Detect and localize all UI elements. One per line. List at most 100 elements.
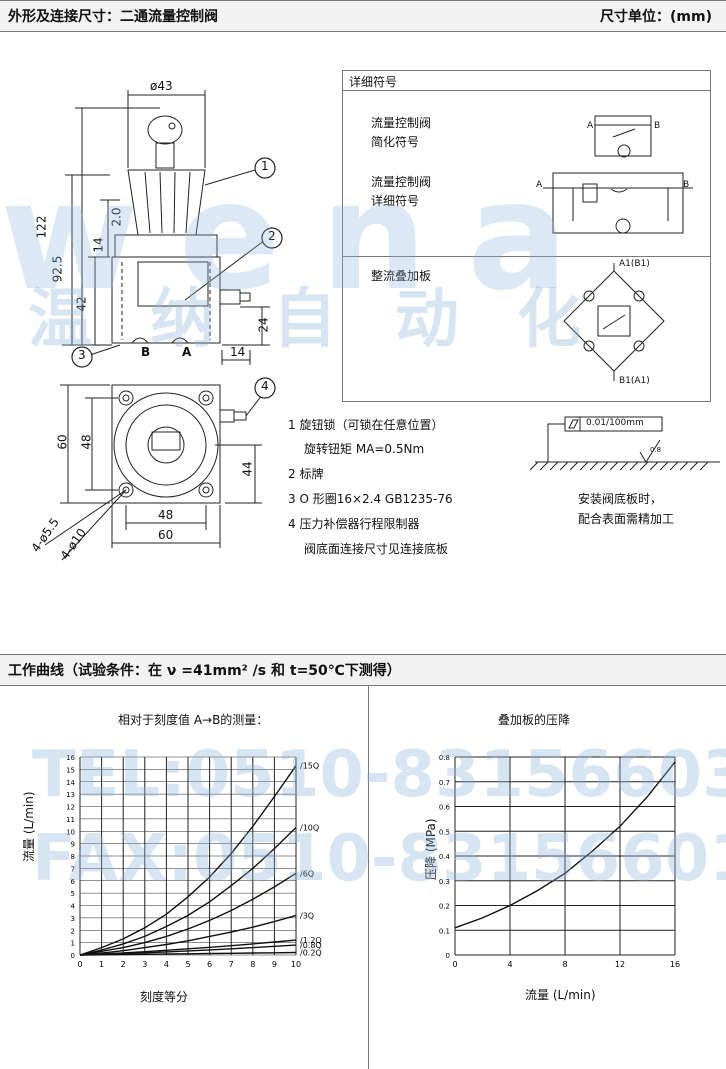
top-view-body	[111, 384, 221, 504]
x-tick-label: 0	[77, 960, 82, 969]
dim-43: ø43	[150, 79, 173, 93]
detail-symbol-box	[552, 172, 684, 234]
symbols-divider	[343, 256, 710, 257]
surface-caption-2: 配合表面需精加工	[578, 512, 675, 526]
roughness-value: 0.8	[650, 446, 662, 454]
balloon-4	[254, 377, 276, 399]
y-tick-label: 16	[66, 754, 75, 762]
x-tick-label: 3	[142, 960, 147, 969]
y-tick-label: 13	[66, 791, 75, 799]
detail-label-1: 流量控制阀	[371, 175, 432, 189]
x-tick-label: 4	[507, 960, 512, 969]
x-tick-label: 12	[615, 960, 625, 969]
x-tick-label: 2	[121, 960, 126, 969]
nameplate	[137, 261, 209, 307]
y-tick-label: 8	[71, 853, 75, 861]
y-tick-label: 0.5	[439, 828, 450, 836]
section-header-curves: 工作曲线（试验条件：在 ν =41mm² /s 和 t=50℃下测得）	[0, 654, 726, 686]
surface-finish-symbol	[529, 416, 720, 471]
lock-pin	[168, 122, 176, 130]
y-tick-label: 3	[71, 915, 75, 923]
series-label-15Q: /15Q	[300, 762, 319, 771]
section-header-dimensions: 外形及连接尺寸：二通流量控制阀 尺寸单位：(mm)	[0, 0, 726, 32]
x-tick-label: 4	[164, 960, 169, 969]
symbols-header	[343, 71, 710, 91]
y-tick-label: 0.6	[439, 804, 451, 812]
symbols-panel: 详细符号 流量控制阀 简化符号 流量控制阀 详细符号 整流叠加板 A B A B…	[342, 70, 711, 402]
y-tick-label: 2	[71, 927, 75, 935]
y-tick-label: 0.2	[439, 903, 450, 911]
balloon-1-label: 1	[261, 159, 269, 173]
port-b-label: B	[141, 345, 151, 359]
hydraulic-symbols	[543, 115, 693, 381]
y-tick-label: 0.7	[439, 779, 450, 787]
series-line-pressure-drop	[454, 761, 676, 929]
chart2-xlabel: 流量 (L/min)	[525, 988, 596, 1002]
symbols-title: 详细符号	[349, 75, 398, 89]
detail-label-2: 详细符号	[371, 194, 420, 208]
chart1-title: 相对于刻度值 A→B的测量：	[118, 713, 269, 727]
series-line-6Q	[79, 872, 297, 956]
simple-label-1: 流量控制阀	[371, 116, 432, 130]
x-tick-label: 1	[99, 960, 104, 969]
simple-label-2: 简化符号	[371, 135, 420, 149]
x-tick-label: 8	[562, 960, 567, 969]
section-title: 外形及连接尺寸：二通流量控制阀	[8, 9, 218, 25]
simple-port-b: B	[654, 121, 661, 131]
note-3: 3 O 形圈16×2.4 GB1235-76	[288, 492, 453, 506]
y-tick-label: 9	[71, 841, 75, 849]
y-tick-label: 4	[71, 903, 76, 911]
note-1b: 旋转钮矩 MA=0.5Nm	[304, 442, 425, 456]
flatness-value: 0.01/100mm	[586, 418, 644, 428]
x-tick-label: 10	[291, 960, 301, 969]
y-tick-label: 12	[66, 804, 75, 812]
surface-caption-1: 安装阀底板时，	[578, 492, 663, 506]
series-line-0.8Q	[79, 944, 297, 956]
x-tick-label: 5	[185, 960, 190, 969]
y-tick-label: 14	[66, 779, 75, 787]
y-tick-label: 10	[66, 828, 75, 836]
y-tick-label: 0.4	[439, 853, 451, 861]
series-label-6Q: /6Q	[300, 869, 314, 878]
balloon-3-label: 3	[78, 348, 86, 362]
y-tick-label: 15	[66, 766, 75, 774]
rectifier-label: 整流叠加板	[371, 269, 432, 283]
series-label-10Q: /10Q	[300, 824, 319, 833]
simple-port-a: A	[587, 121, 594, 131]
y-tick-label: 0.3	[439, 878, 450, 886]
x-tick-label: 9	[272, 960, 277, 969]
x-tick-label: 0	[452, 960, 457, 969]
x-tick-label: 7	[229, 960, 234, 969]
knob-head	[147, 115, 183, 145]
unit-label: 尺寸单位：(mm)	[600, 9, 712, 25]
port-b1a1: B1(A1)	[619, 376, 650, 386]
port-a1b1: A1(B1)	[619, 259, 650, 269]
y-tick-label: 0	[71, 952, 75, 960]
series-line-0.2Q	[79, 951, 297, 956]
x-tick-label: 8	[250, 960, 255, 969]
balloon-4-label: 4	[261, 379, 269, 393]
y-tick-label: 6	[71, 878, 76, 886]
y-tick-label: 7	[71, 865, 75, 873]
series-label-3Q: /3Q	[300, 911, 314, 920]
chart1-xlabel: 刻度等分	[140, 990, 189, 1004]
series-line-15Q	[79, 765, 297, 956]
y-tick-label: 5	[71, 890, 75, 898]
y-tick-label: 0.1	[439, 927, 450, 935]
dim-60-bottom: 60	[158, 528, 174, 542]
detail-port-b: B	[683, 180, 690, 190]
dim-14: 14	[230, 345, 246, 359]
x-tick-label: 6	[207, 960, 212, 969]
port-a-label: A	[182, 345, 192, 359]
balloon-1	[254, 157, 276, 179]
y-tick-label: 0	[446, 952, 450, 960]
series-label-0.8Q: /0.8Q	[300, 941, 322, 950]
chart-divider	[368, 686, 369, 1069]
chart2-title: 叠加板的压降	[498, 713, 571, 727]
y-tick-label: 1	[71, 940, 75, 948]
curves-title: 工作曲线（试验条件：在 ν =41mm² /s 和 t=50℃下测得）	[8, 663, 401, 679]
series-label-0.2Q: /0.2Q	[300, 949, 322, 958]
y-tick-label: 0.8	[439, 754, 450, 762]
